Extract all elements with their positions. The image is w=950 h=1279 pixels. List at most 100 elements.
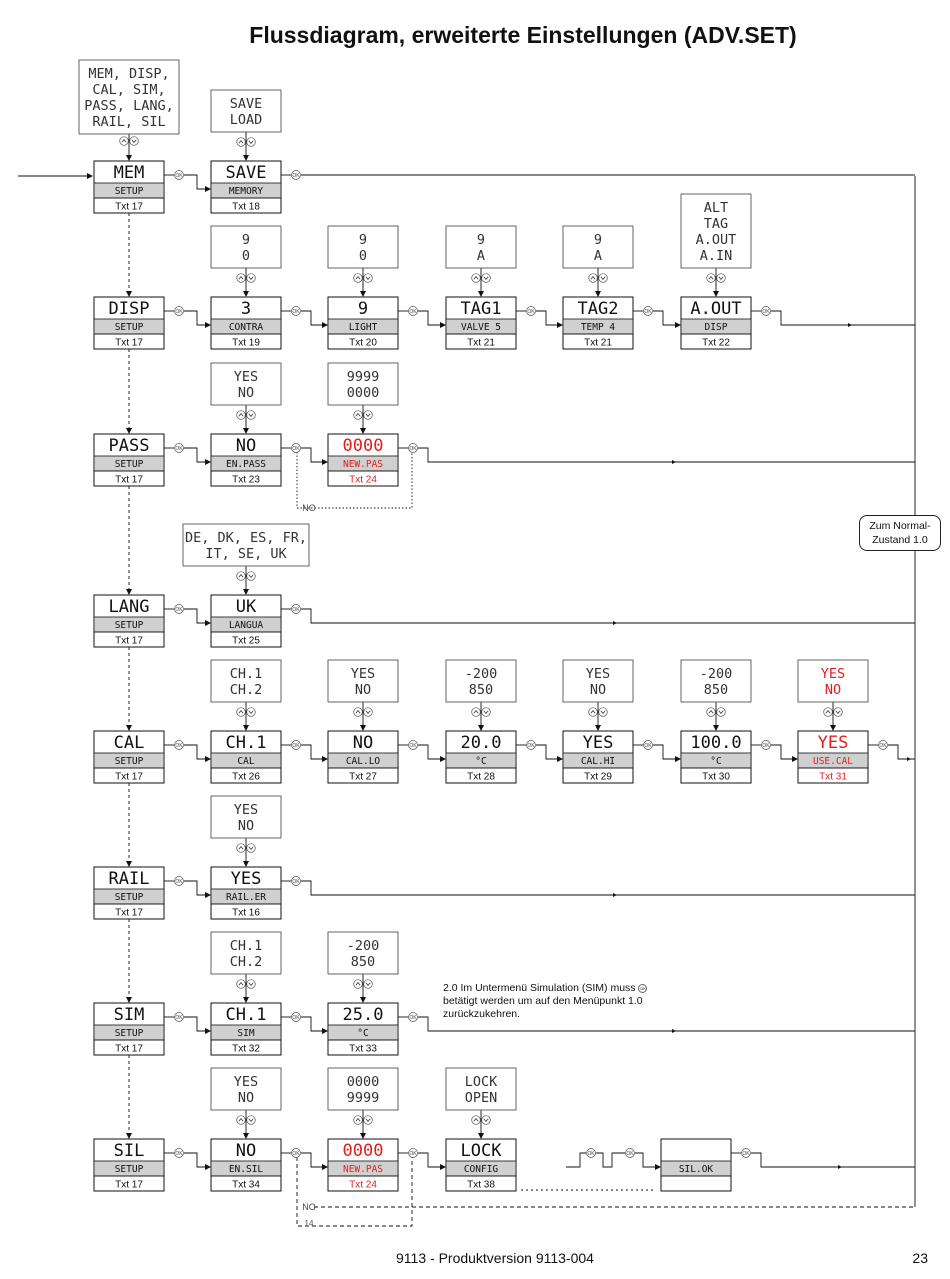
ok-button-icon: OK <box>586 1148 596 1158</box>
display-txt-ref: Txt 32 <box>232 1044 260 1055</box>
ok-label: OK <box>409 1151 417 1157</box>
ok-label: OK <box>292 743 300 749</box>
ok-button-icon: OK <box>526 740 536 750</box>
chevron-down-icon <box>248 710 254 715</box>
up-circle <box>588 273 598 283</box>
chevron-up-icon <box>355 709 361 714</box>
ok-circle <box>586 1148 596 1158</box>
option-text: -200 <box>347 938 380 954</box>
display-sub-text: SETUP <box>115 892 144 903</box>
chevron-up-icon <box>238 139 244 144</box>
flow-arrow-mark <box>838 1165 842 1169</box>
up-circle <box>471 1115 481 1125</box>
option-text: A.OUT <box>696 232 737 248</box>
up-down-buttons-icon <box>353 410 373 420</box>
chevron-up-icon <box>355 1117 361 1122</box>
ok-circle <box>878 740 888 750</box>
display-sub-text: °C <box>475 756 486 767</box>
chevron-down-icon <box>131 139 137 144</box>
chevron-up-icon <box>590 709 596 714</box>
connector-line <box>184 608 211 626</box>
option-text: 850 <box>469 682 493 698</box>
up-down-buttons-icon <box>588 707 608 717</box>
display-sub-text: DISP <box>705 322 728 333</box>
display-sub-text: SETUP <box>115 620 144 631</box>
down-circle <box>598 273 608 283</box>
display-main-text: CAL <box>114 733 145 753</box>
connector-line <box>653 310 681 328</box>
note-line3: zurückzukehren. <box>443 1008 521 1020</box>
exit-line <box>301 880 915 896</box>
options-frame <box>210 89 282 133</box>
display-main-text: SIL <box>114 1141 145 1161</box>
display-txt-ref: Txt 17 <box>115 202 143 213</box>
options-frame <box>327 659 399 703</box>
display-sub-text: SETUP <box>115 1164 144 1175</box>
chevron-up-icon <box>473 709 479 714</box>
chevron-down-icon <box>365 276 371 281</box>
ok-button-icon: OK <box>291 604 301 614</box>
options-frame <box>78 59 180 135</box>
footer-product: 9113 - Produktversion 9113-004 <box>396 1250 594 1266</box>
ok-circle <box>408 443 418 453</box>
ok-label: OK <box>409 309 417 315</box>
option-text: YES <box>234 1074 258 1090</box>
ok-icon: OK <box>638 983 648 993</box>
up-circle <box>236 707 246 717</box>
connector-line <box>184 1016 211 1034</box>
connector-line <box>536 744 563 762</box>
chevron-down-icon <box>248 574 254 579</box>
option-text: YES <box>586 666 610 682</box>
ok-button-icon: OK <box>291 170 301 180</box>
ok-button-icon: OK <box>291 443 301 453</box>
ok-label: OK <box>409 1015 417 1021</box>
options-frame <box>445 659 517 703</box>
chevron-down-icon <box>600 710 606 715</box>
ok-button-icon: OK <box>291 306 301 316</box>
option-text: NO <box>238 818 254 834</box>
flow-arrow-mark <box>613 893 617 897</box>
up-down-buttons-icon <box>236 137 256 147</box>
chevron-up-icon <box>355 412 361 417</box>
down-circle <box>246 137 256 147</box>
page-title: Flussdiagram, erweiterte Einstellungen (… <box>249 22 797 48</box>
display-main-text: 100.0 <box>690 733 741 753</box>
connector-line <box>184 174 211 192</box>
up-circle <box>353 410 363 420</box>
display-sub-text: NEW.PAS <box>343 459 383 470</box>
chevron-down-icon <box>600 276 606 281</box>
chevron-down-icon <box>248 140 254 145</box>
connector-line <box>184 447 211 465</box>
option-text: 0 <box>242 248 250 264</box>
display-main-text: DISP <box>109 299 150 319</box>
up-down-buttons-icon <box>353 273 373 283</box>
option-text: 0 <box>359 248 367 264</box>
up-down-buttons-icon <box>236 273 256 283</box>
display-main-text: LOCK <box>461 1141 503 1161</box>
ok-label: OK <box>292 879 300 885</box>
option-text: 9999 <box>347 369 380 385</box>
chevron-down-icon <box>248 846 254 851</box>
display-main-text: UK <box>236 597 257 617</box>
chevron-up-icon <box>238 275 244 280</box>
up-circle <box>236 1115 246 1125</box>
ok-label: OK <box>175 446 183 452</box>
ok-circle <box>761 306 771 316</box>
chevron-up-icon <box>473 275 479 280</box>
chevron-up-icon <box>355 275 361 280</box>
down-circle <box>716 273 726 283</box>
up-down-buttons-icon <box>119 136 139 146</box>
option-text: CH.2 <box>230 954 263 970</box>
ok-label: OK <box>409 446 417 452</box>
chevron-down-icon <box>248 982 254 987</box>
connector-line <box>301 1016 328 1034</box>
option-text: SAVE <box>230 96 263 112</box>
chevron-up-icon <box>121 138 127 143</box>
options-frame <box>445 225 517 269</box>
ok-button-icon: OK <box>174 604 184 614</box>
option-text: -200 <box>700 666 733 682</box>
